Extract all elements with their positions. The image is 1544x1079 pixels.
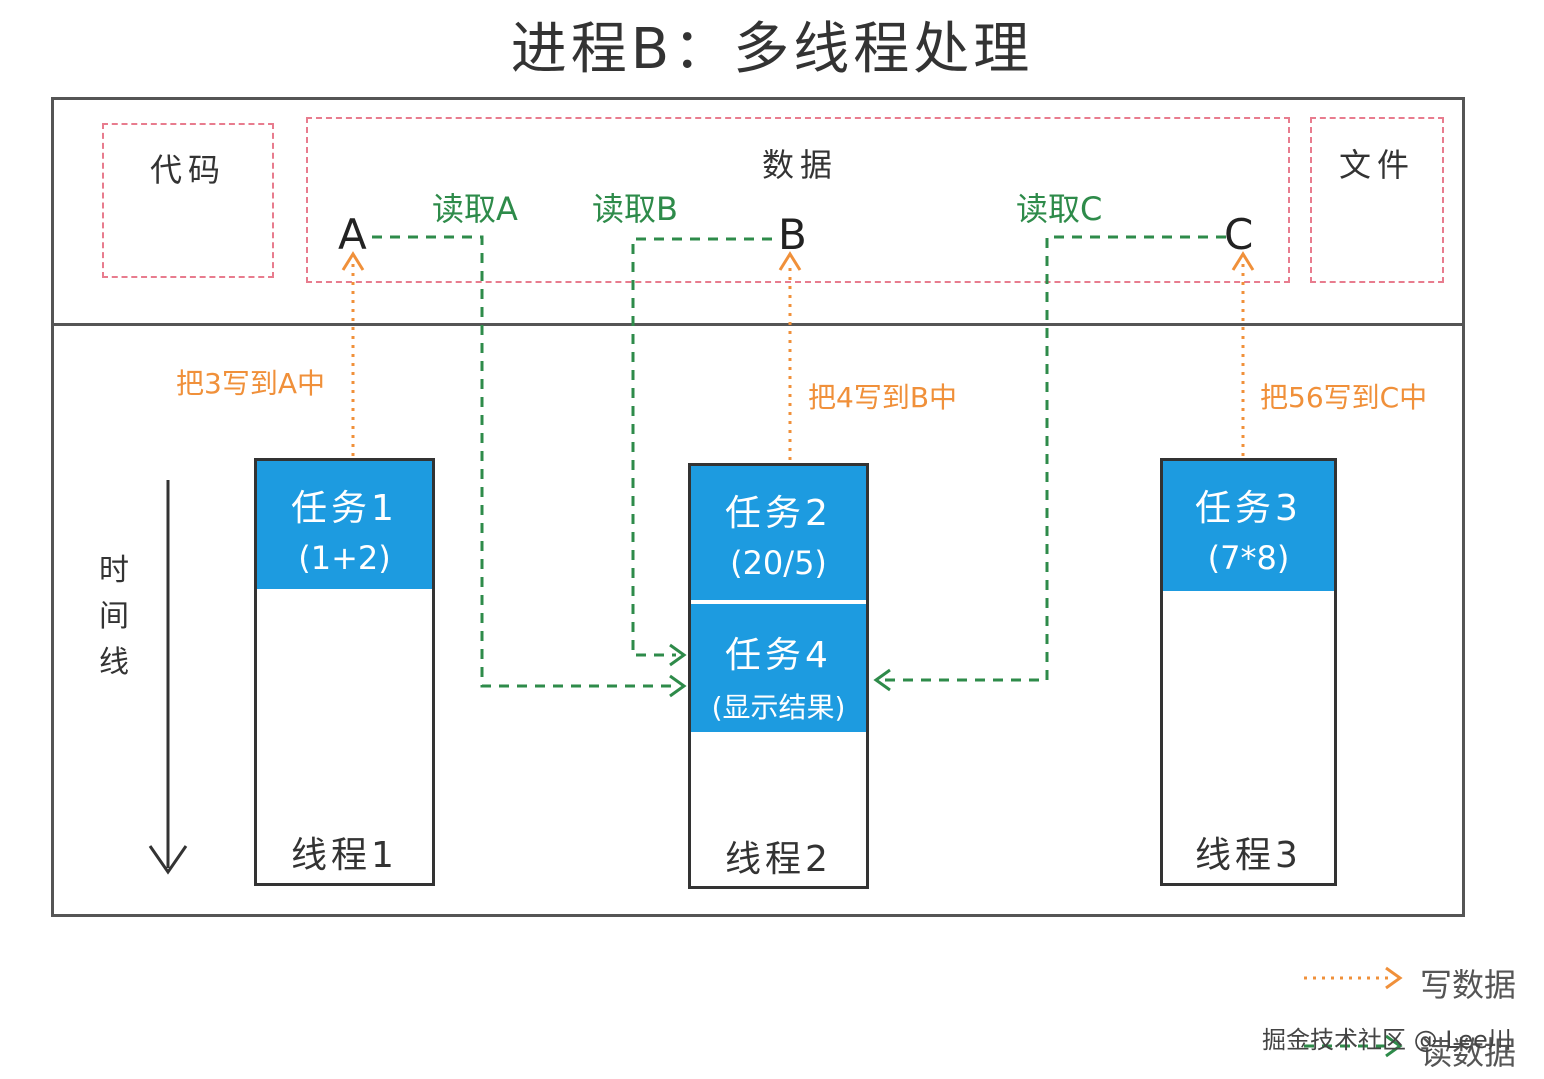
variable-a: A [338, 210, 367, 259]
legend-write-arrowhead [1385, 966, 1403, 990]
watermark: 掘金技术社区 @ Lee川 [1262, 1026, 1512, 1054]
write-arrowhead-a [341, 251, 365, 271]
write-arrowhead-b [778, 251, 802, 271]
thread-3-label: 线程3 [1195, 835, 1302, 876]
read-arrow-c [884, 235, 1226, 682]
write-b-label: 把4写到B中 [808, 381, 958, 414]
variable-b: B [778, 210, 807, 259]
write-arrowhead-c [1231, 251, 1255, 271]
read-a-label: 读取A [432, 190, 518, 228]
read-arrowhead-b [669, 643, 687, 667]
thread-2: 任务2 (20/5) 任务4 (显示结果) [688, 463, 869, 889]
task-4-name: 任务4 [725, 635, 832, 676]
timeline-arrow-head [148, 845, 188, 875]
thread-3: 任务3 (7*8) [1160, 458, 1337, 886]
task-1-box: 任务1 (1+2) [257, 461, 432, 589]
read-c-label: 读取C [1016, 190, 1103, 228]
diagram-title: 进程B：多线程处理 [510, 17, 1034, 82]
task-3-box: 任务3 (7*8) [1163, 461, 1334, 591]
file-segment [1310, 117, 1444, 283]
file-segment-label: 文件 [1338, 146, 1415, 184]
read-arrow-a [372, 235, 676, 688]
legend-read-label: 读数据 [1420, 1034, 1517, 1072]
write-a-label: 把3写到A中 [176, 367, 325, 400]
read-b-label: 读取B [592, 190, 678, 228]
data-segment-label: 数据 [761, 146, 838, 184]
thread-1-label: 线程1 [291, 835, 398, 876]
read-arrowhead-a [669, 674, 687, 698]
read-arrow-b [631, 237, 772, 657]
task-2-name: 任务2 [725, 493, 832, 534]
legend-read-arrowhead [1385, 1034, 1403, 1058]
task-1-expr: (1+2) [298, 539, 391, 577]
task-2-expr: (20/5) [730, 544, 827, 582]
task-3-expr: (7*8) [1207, 539, 1290, 577]
read-arrowhead-c [873, 668, 891, 692]
task-separator [691, 600, 866, 604]
task-4-box: 任务4 (显示结果) [691, 604, 866, 732]
data-segment [306, 117, 1290, 283]
task-1-name: 任务1 [291, 488, 398, 529]
variable-c: C [1224, 210, 1254, 259]
code-segment-label: 代码 [149, 151, 226, 189]
process-frame [51, 97, 1465, 917]
task-2-box: 任务2 (20/5) [691, 466, 866, 600]
task-4-expr: (显示结果) [711, 691, 846, 724]
thread-2-label: 线程2 [725, 839, 832, 880]
code-segment [102, 123, 274, 278]
memory-thread-divider [51, 323, 1465, 326]
task-3-name: 任务3 [1195, 488, 1302, 529]
timeline-label: 时间线 [99, 553, 129, 680]
write-c-label: 把56写到C中 [1260, 381, 1428, 414]
thread-1: 任务1 (1+2) [254, 458, 435, 886]
legend-write-label: 写数据 [1420, 966, 1517, 1004]
